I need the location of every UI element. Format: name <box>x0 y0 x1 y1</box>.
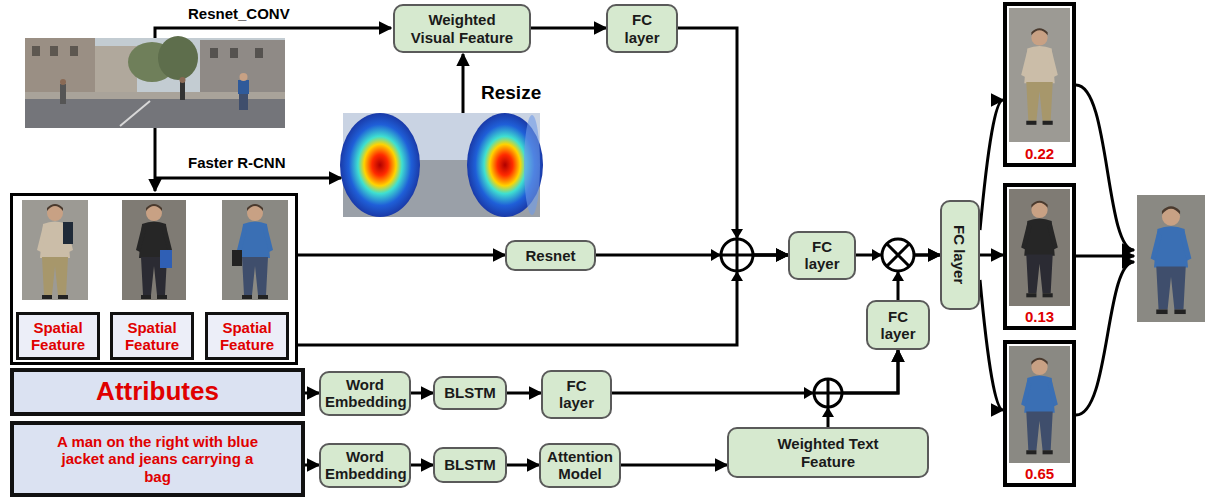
process-box: FC layer <box>866 300 930 350</box>
node-text: FC layer <box>873 308 923 343</box>
node-text: Weighted Visual Feature <box>406 11 518 46</box>
node-text: Spatial Feature <box>117 319 187 354</box>
feature-box: Spatial Feature <box>16 312 100 360</box>
node-text: Attention Model <box>544 448 616 483</box>
feature-box: Spatial Feature <box>110 312 194 360</box>
node-text: Attributes <box>96 377 219 407</box>
node-text: Spatial Feature <box>23 319 93 354</box>
candidate-crops <box>1009 8 1205 463</box>
attention-heatmap <box>340 113 543 217</box>
node-text: 0.65 <box>1025 465 1054 482</box>
arrow-label: Resnet_CONV <box>188 5 290 22</box>
node-text: FC layer <box>617 11 667 46</box>
street-photo <box>25 36 285 128</box>
connector <box>507 392 541 395</box>
connector <box>980 280 1003 410</box>
input-text-box: Attributes <box>10 368 305 416</box>
process-box: Weighted Text Feature <box>727 427 929 478</box>
node-text: Weighted Text Feature <box>773 435 883 470</box>
node-text: Resnet <box>525 247 575 264</box>
sum-junction <box>711 229 753 281</box>
connector <box>612 350 898 393</box>
arrow-label: Faster R-CNN <box>188 154 286 171</box>
process-box: FC layer <box>788 231 856 280</box>
node-text: 0.22 <box>1025 145 1054 162</box>
process-box: FC layer <box>940 200 980 310</box>
connector <box>411 464 433 467</box>
process-box: BLSTM <box>433 447 507 483</box>
process-box: BLSTM <box>433 376 507 410</box>
node-text: Spatial Feature <box>212 319 282 354</box>
connector <box>305 464 319 467</box>
connector <box>507 464 539 467</box>
connector <box>621 464 727 467</box>
node-text: 0.13 <box>1025 308 1054 325</box>
process-box: Resnet <box>505 240 596 271</box>
node-text: A man on the right with blue jacket and … <box>53 433 263 485</box>
layout-arrows <box>155 28 1134 415</box>
node-text: Word Embedding <box>325 376 405 411</box>
sum-junction <box>804 379 842 417</box>
arrow-label: Resize <box>481 82 541 104</box>
group-box: Spatial Feature Spatial Feature Spatial Fe… <box>10 193 298 365</box>
input-text-box: A man on the right with blue jacket and … <box>10 421 305 497</box>
process-box: Word Embedding <box>319 371 411 416</box>
connector <box>678 28 788 255</box>
connector <box>305 392 319 395</box>
process-box: Weighted Visual Feature <box>393 4 531 53</box>
process-box: FC layer <box>606 4 678 53</box>
node-text: Word Embedding <box>325 448 405 483</box>
node-text: FC layer <box>797 238 847 273</box>
node-text: BLSTM <box>444 456 496 473</box>
candidate-box: 0.65 <box>1003 340 1076 487</box>
connector <box>980 254 1003 257</box>
process-box: FC layer <box>541 370 612 419</box>
connector <box>298 254 505 257</box>
pedestrian-crops <box>22 200 288 300</box>
node-text: FC layer <box>552 377 602 412</box>
process-box: Attention Model <box>539 443 621 488</box>
connector <box>531 27 606 30</box>
product-junction <box>872 239 914 281</box>
process-box: Word Embedding <box>319 443 411 488</box>
candidate-box: 0.13 <box>1003 183 1076 330</box>
node-text: FC layer <box>951 225 968 284</box>
node-text: BLSTM <box>444 384 496 401</box>
connector <box>411 392 433 395</box>
feature-box: Spatial Feature <box>205 312 289 360</box>
candidate-box: 0.22 <box>1003 2 1076 167</box>
connector <box>980 100 1003 230</box>
